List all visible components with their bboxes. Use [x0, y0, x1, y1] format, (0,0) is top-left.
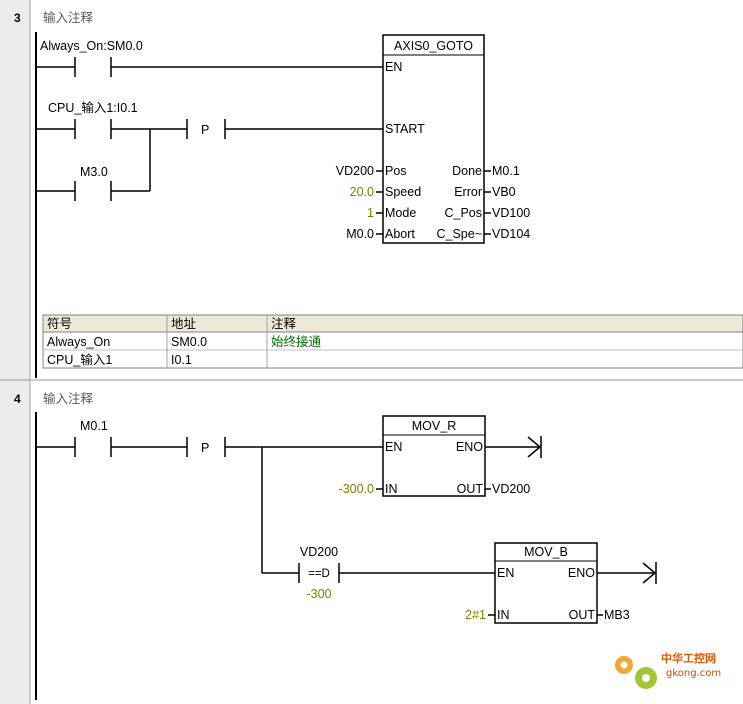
pin-abort: Abort	[385, 227, 415, 241]
output-operand[interactable]: VD104	[492, 227, 530, 241]
block-title: MOV_R	[412, 419, 456, 433]
positive-edge-contact[interactable]	[186, 119, 383, 139]
table-header-comment[interactable]: 注释	[271, 316, 297, 331]
pin-in: IN	[497, 608, 510, 622]
pin-error: Error	[454, 185, 482, 199]
compare-operator: ==D	[308, 568, 330, 580]
edge-label: P	[201, 441, 209, 455]
function-block-mov-b[interactable]	[494, 542, 598, 624]
block-title: MOV_B	[524, 545, 568, 559]
positive-edge-contact[interactable]	[186, 437, 383, 574]
input-operand[interactable]: 2#1	[465, 608, 486, 622]
output-operand[interactable]: VD100	[492, 206, 530, 220]
pin-c-spe: C_Spe~	[436, 227, 482, 241]
output-operand[interactable]: MB3	[604, 608, 630, 622]
table-header-address[interactable]: 地址	[171, 317, 197, 331]
input-pin-stubs	[376, 170, 383, 235]
gear-icon	[615, 656, 657, 689]
watermark-url: gkong.com	[666, 668, 721, 679]
pin-en: EN	[385, 440, 402, 454]
rung-comment[interactable]: 输入注释	[43, 10, 94, 25]
rung-number-gutter	[0, 0, 30, 704]
rung-number[interactable]: 4	[14, 392, 21, 406]
pin-en: EN	[497, 566, 514, 580]
input-operand[interactable]: -300.0	[339, 482, 374, 496]
pin-mode: Mode	[385, 206, 416, 220]
contact-label[interactable]: CPU_输入1:I0.1	[48, 100, 138, 115]
output-operand[interactable]: M0.1	[492, 164, 520, 178]
contact-label[interactable]: Always_On:SM0.0	[40, 39, 143, 53]
table-cell[interactable]: 始终接通	[271, 334, 322, 349]
pin-speed: Speed	[385, 185, 421, 199]
table-cell[interactable]: I0.1	[171, 353, 192, 367]
rung-number[interactable]: 3	[14, 11, 21, 25]
pin-eno: ENO	[568, 566, 595, 580]
pin-pos: Pos	[385, 164, 407, 178]
contact-label[interactable]: M0.1	[80, 419, 108, 433]
rung-comment[interactable]: 输入注释	[43, 391, 94, 406]
compare-operand-bottom[interactable]: -300	[306, 587, 331, 601]
normally-open-contact[interactable]	[36, 119, 187, 139]
pin-stubs	[488, 562, 657, 616]
function-block-mov-r[interactable]	[382, 415, 486, 497]
output-operand[interactable]: VD200	[492, 482, 530, 496]
input-operand[interactable]: 1	[367, 206, 374, 220]
input-operand[interactable]: VD200	[336, 164, 374, 178]
table-cell[interactable]: Always_On	[47, 335, 110, 349]
pin-out: OUT	[457, 482, 484, 496]
compare-operand-top[interactable]: VD200	[300, 545, 338, 559]
output-pin-stubs	[484, 170, 491, 235]
pin-done: Done	[452, 164, 482, 178]
pin-eno: ENO	[456, 440, 483, 454]
table-cell[interactable]: SM0.0	[171, 335, 207, 349]
block-title: AXIS0_GOTO	[394, 39, 473, 53]
normally-open-contact[interactable]	[36, 57, 383, 77]
pin-en: EN	[385, 60, 402, 74]
pin-out: OUT	[569, 608, 596, 622]
pin-c-pos: C_Pos	[444, 206, 482, 220]
normally-open-contact[interactable]	[36, 129, 151, 201]
compare-contact[interactable]	[298, 563, 495, 583]
input-operand[interactable]: 20.0	[350, 185, 374, 199]
contact-label[interactable]: M3.0	[80, 165, 108, 179]
pin-stubs	[376, 436, 542, 490]
table-header-symbol[interactable]: 符号	[47, 316, 72, 331]
normally-open-contact[interactable]	[36, 437, 187, 457]
pin-in: IN	[385, 482, 398, 496]
output-operand[interactable]: VB0	[492, 185, 516, 199]
function-block-axis0-goto[interactable]	[382, 34, 485, 244]
pin-start: START	[385, 122, 425, 136]
symbol-table	[42, 314, 743, 369]
edge-label: P	[201, 123, 209, 137]
input-operand[interactable]: M0.0	[346, 227, 374, 241]
table-cell[interactable]: CPU_输入1	[47, 352, 112, 367]
watermark-text: 中华工控网	[661, 651, 716, 665]
